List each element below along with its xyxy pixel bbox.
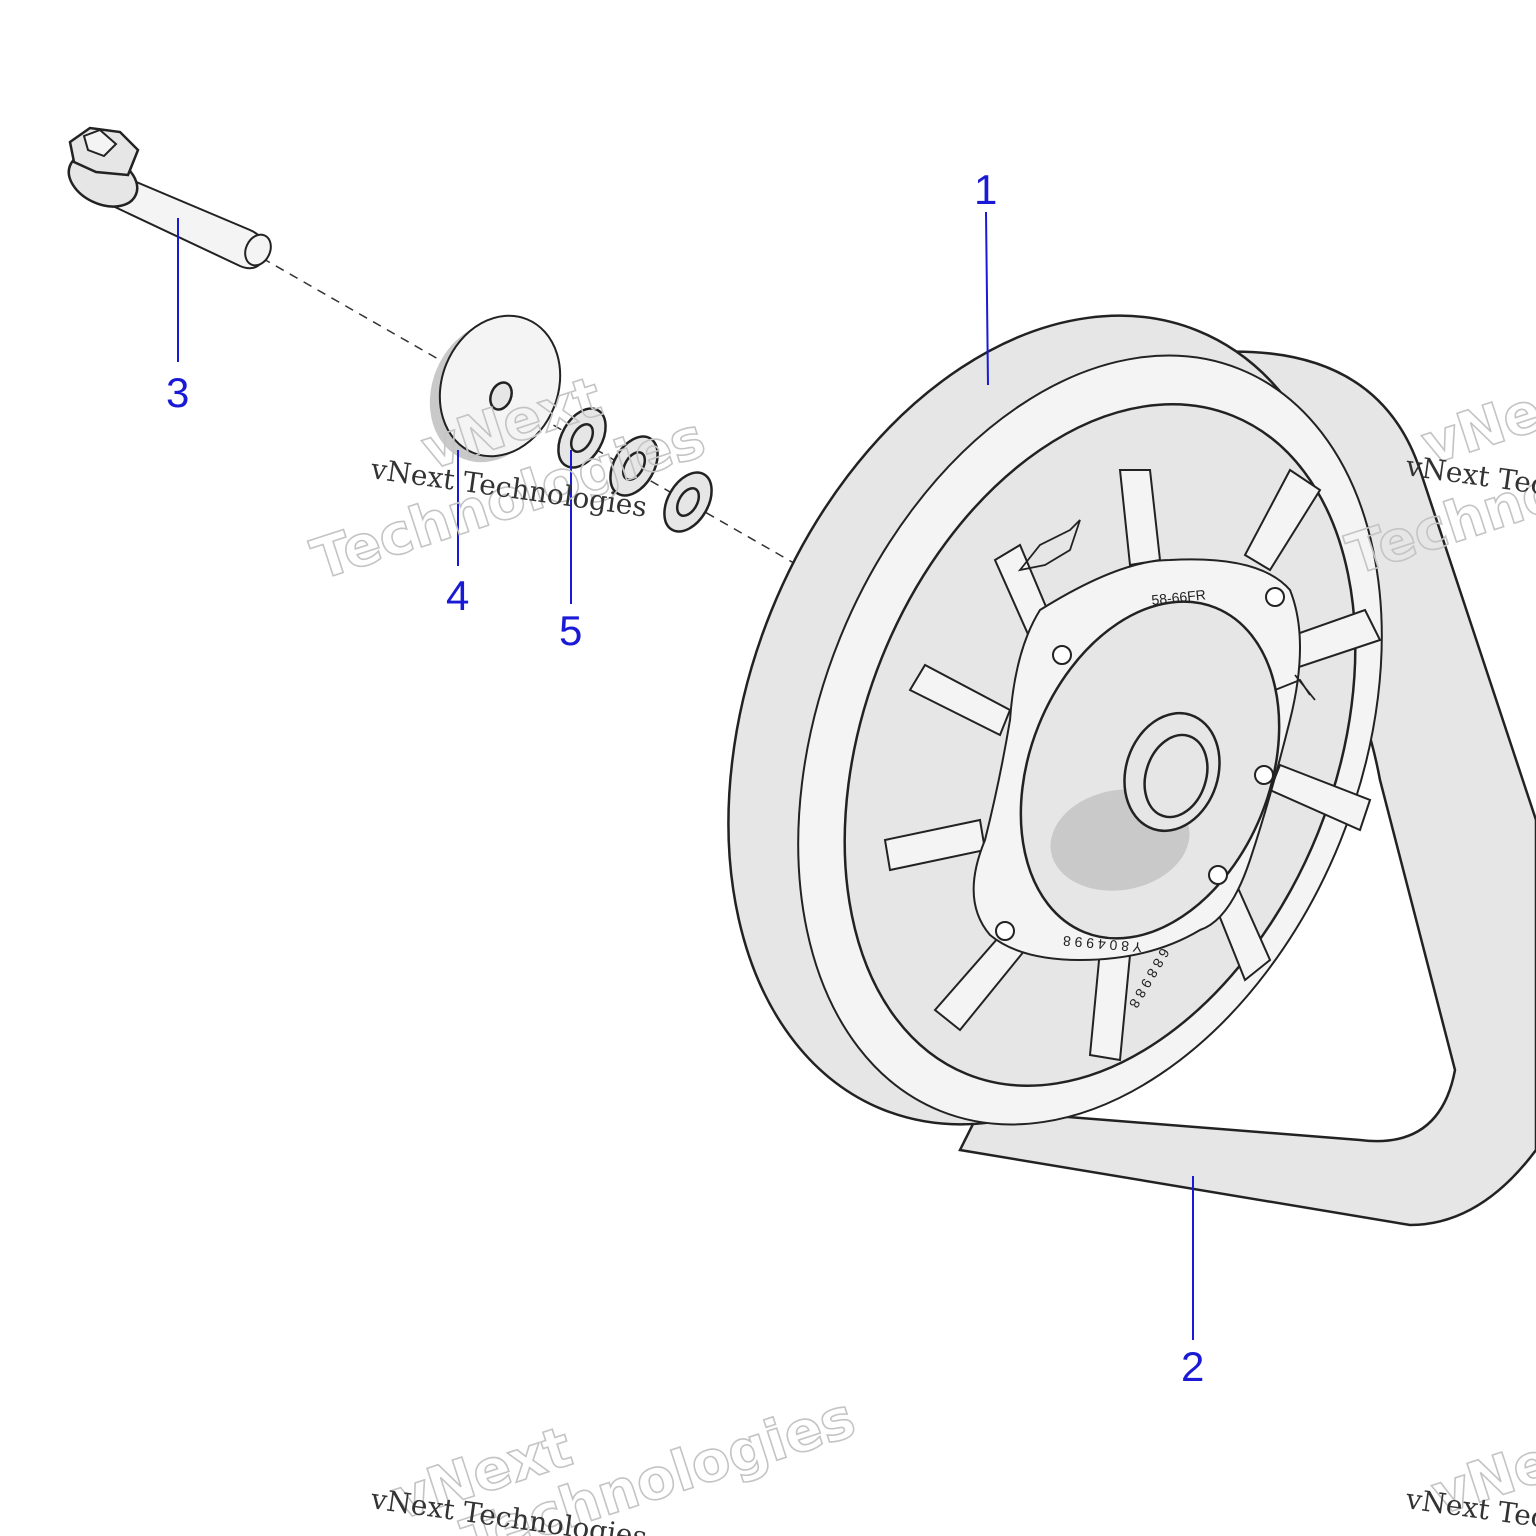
callout-5: 5 <box>559 607 582 654</box>
callout-2: 2 <box>1181 1343 1204 1390</box>
leader-line-1 <box>985 211 989 386</box>
watermark: vNext Technologies vNext Technologies <box>368 1384 864 1536</box>
callout-3: 3 <box>166 369 189 416</box>
pulley-spokes <box>883 468 1382 1062</box>
watermark: vNext vNext Technologies <box>1403 1409 1536 1536</box>
hub-marking-top: 58-66FR <box>1151 586 1207 608</box>
small-washers <box>557 407 713 533</box>
hub-bolts <box>995 587 1285 941</box>
flat-washer <box>429 314 562 463</box>
callout-1: 1 <box>974 166 997 213</box>
callout-4: 4 <box>446 572 469 619</box>
watermark: vNext Technologies vNext Technologies <box>303 364 713 594</box>
hub-bore <box>1123 711 1221 833</box>
logo-mark-icon <box>1274 674 1316 701</box>
logo-mark-icon <box>1017 519 1081 572</box>
hub-marking-bottom-left: Y 8 0 4 9 9 8 <box>1062 933 1142 956</box>
flange-bolt <box>67 126 272 270</box>
pulley-assembly: 58-66FR Y 8 0 4 9 9 8 6 8 8 9 8 8 <box>727 314 1383 1126</box>
small-washer <box>609 435 659 497</box>
small-washer <box>663 471 713 533</box>
